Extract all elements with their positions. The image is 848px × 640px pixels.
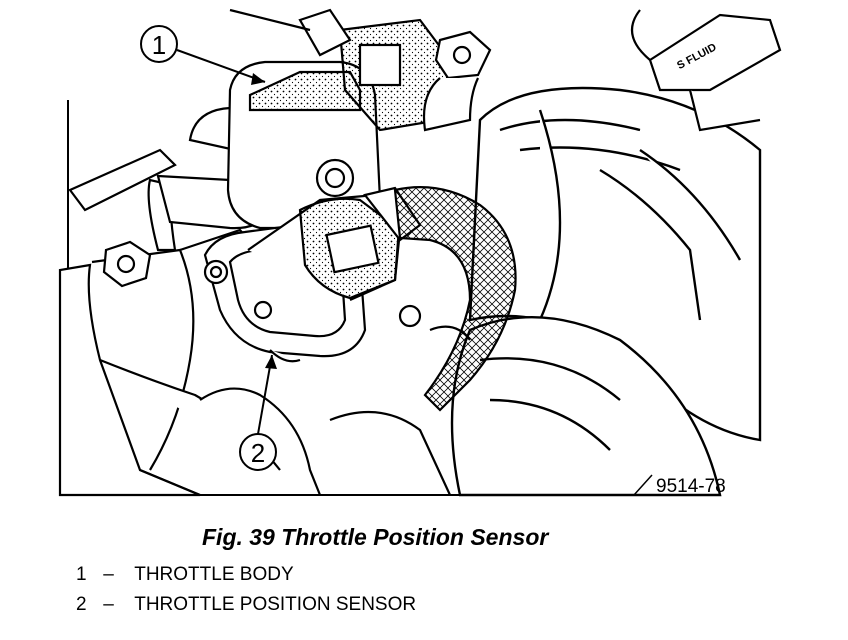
intake-duct <box>450 86 762 497</box>
legend-item-2-number: 2 <box>76 594 87 615</box>
fluid-cap: S FLUID <box>630 9 782 132</box>
code-leader <box>633 474 653 496</box>
manifold-bolt <box>102 240 152 288</box>
legend-item-1-number: 1 <box>76 564 87 585</box>
callout-1: 1 <box>140 25 266 85</box>
callout-2-number: 2 <box>251 438 265 468</box>
throttle-body <box>226 8 452 230</box>
drawing-code: 9514-78 <box>656 476 726 497</box>
legend-item-1: 1 – THROTTLE BODY <box>76 564 294 586</box>
engine-throttle-illustration: S FLUID 1 2 <box>58 8 782 497</box>
legend-item-2-dash: – <box>103 594 114 615</box>
legend-item-2-label: THROTTLE POSITION SENSOR <box>134 594 417 615</box>
top-bolt <box>422 30 492 132</box>
legend-item-2: 2 – THROTTLE POSITION SENSOR <box>76 594 416 616</box>
figure-caption: Fig. 39 Throttle Position Sensor <box>202 524 549 550</box>
legend-item-1-label: THROTTLE BODY <box>134 564 294 585</box>
callout-2: 2 <box>239 354 277 471</box>
legend-item-1-dash: – <box>103 564 114 585</box>
engine-block <box>58 228 451 497</box>
wiring-harness <box>393 186 517 412</box>
callout-1-number: 1 <box>152 30 166 60</box>
